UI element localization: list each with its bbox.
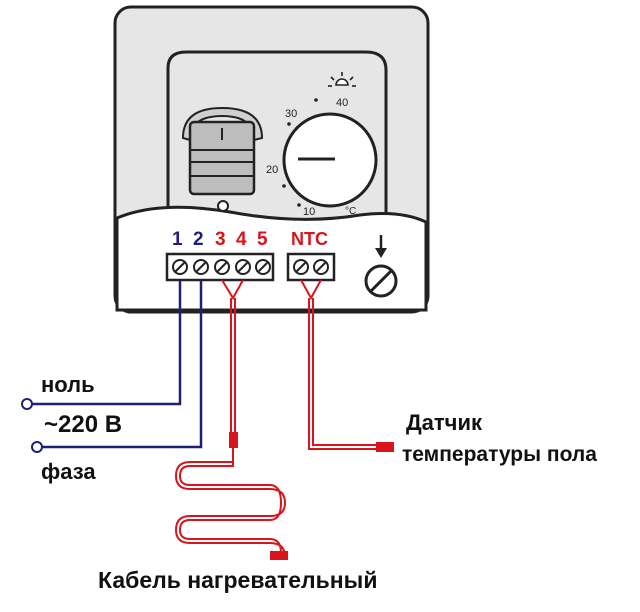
terminal-block-main — [165, 252, 275, 282]
terminal-block-ntc — [286, 252, 336, 282]
heating-cable-label: Кабель нагревательный — [98, 567, 378, 593]
dial-scale-40: 40 — [336, 97, 349, 109]
terminal-number-4: 4 — [236, 229, 247, 250]
terminal-number-3: 3 — [215, 229, 226, 250]
ntc-label: NTC — [291, 229, 328, 249]
power-switch — [181, 106, 264, 196]
heating-cable-end-cap — [270, 551, 288, 560]
sensor-wires — [300, 279, 378, 450]
temperature-dial — [282, 98, 378, 208]
blue-wires — [30, 280, 203, 449]
ground-screw-icon — [364, 235, 398, 298]
voltage-label: ~220 В — [44, 411, 123, 438]
neutral-label: ноль — [41, 372, 95, 397]
terminal-number-5: 5 — [257, 229, 268, 250]
sensor-label-line2: температуры пола — [402, 443, 597, 466]
dial-scale-30: 30 — [285, 108, 298, 120]
heating-cable-connector — [229, 432, 238, 448]
neutral-terminal-dot — [21, 398, 33, 410]
dial-scale-20: 20 — [266, 164, 279, 176]
dial-scale-10: 10 — [303, 206, 316, 218]
heating-cable-wires — [174, 279, 287, 558]
dial-unit: °C — [345, 206, 357, 217]
terminal-number-2: 2 — [193, 229, 204, 250]
phase-label: фаза — [41, 459, 96, 484]
sensor-label-line1: Датчик — [406, 410, 482, 435]
sun-icon — [328, 72, 356, 87]
sensor-probe — [376, 442, 394, 452]
indicator-light — [217, 200, 229, 212]
phase-terminal-dot — [31, 441, 43, 453]
terminal-number-1: 1 — [172, 229, 183, 250]
